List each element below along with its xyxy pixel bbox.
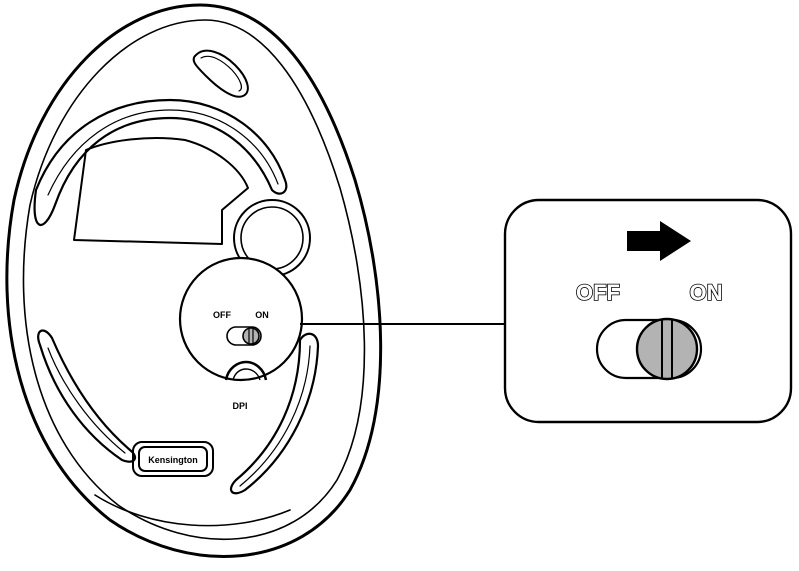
switch-magnifier: OFF ON [178,256,304,382]
callout-on-label: ON [690,280,723,305]
upper-rail [33,98,288,226]
lower-left-rail [37,329,137,463]
top-slot [192,49,249,98]
mouse-outer-shell [5,3,383,558]
kensington-badge: Kensington [132,441,214,477]
callout-switch-knob [635,317,699,381]
switch-callout: OFF ON [503,198,793,424]
mouse-body [5,3,383,558]
bottom-base [94,494,291,527]
dpi-button-icon [224,360,268,381]
dpi-label: DPI [232,401,247,411]
mouse-off-label: OFF [213,310,231,320]
arrow-right-icon [627,221,691,261]
mouse-inner-shell [22,19,366,540]
label-window [73,137,249,245]
mouse-switch-knob [242,327,260,345]
callout-off-label: OFF [576,280,620,305]
callout-box [503,198,793,424]
mouse-on-label: ON [255,310,269,320]
lower-right-rail [229,332,320,495]
brand-label: Kensington [148,455,198,465]
